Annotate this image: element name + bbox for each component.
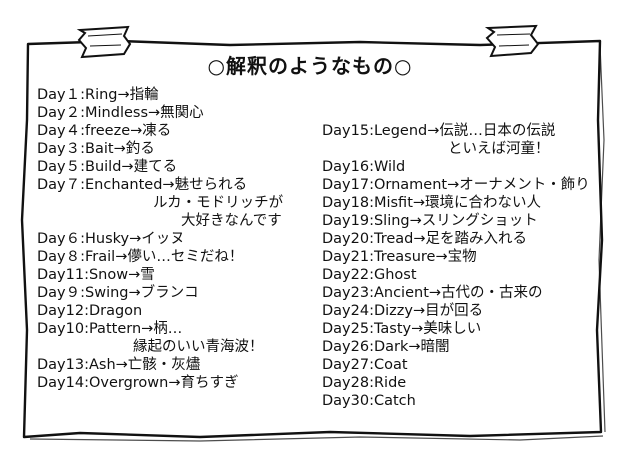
list-item: Day10:Pattern→柄… — [37, 321, 183, 337]
list-item-continuation: ルカ・モドリッチが — [153, 195, 284, 211]
list-item: Day27:Coat — [322, 357, 408, 373]
list-item: Day５:Build→建てる — [37, 159, 178, 175]
list-item: Day２:Mindless→無関心 — [37, 105, 204, 121]
list-item: Day14:Overgrown→育ちすぎ — [37, 375, 239, 391]
list-item: Day11:Snow→雪 — [37, 267, 155, 283]
paper-outline — [20, 39, 604, 439]
list-item: Day19:Sling→スリングショット — [322, 213, 538, 229]
list-item-continuation: といえば河童！ — [448, 141, 550, 157]
list-item: Day７:Enchanted→魅せられる — [37, 177, 248, 193]
list-item: Day15:Legend→伝説…日本の伝説 — [322, 123, 556, 139]
list-item: Day13:Ash→亡骸・灰燼 — [37, 357, 201, 373]
list-item: Day16:Wild — [322, 159, 406, 175]
list-item: Day４:freeze→凍る — [37, 123, 172, 139]
list-item: Day22:Ghost — [322, 267, 417, 283]
list-item: Day８:Frail→儚い…セミだね！ — [37, 249, 244, 265]
left-list: Day１:Ring→指輪 Day２:Mindless→無関心 Day４:freeze… — [37, 86, 283, 392]
list-item: Day３:Bait→釣る — [37, 141, 155, 157]
list-item: Day30:Catch — [322, 393, 416, 409]
list-item: Day21:Treasure→宝物 — [322, 249, 477, 265]
list-item: Day28:Ride — [322, 375, 407, 391]
list-item: Day６:Husky→イッヌ — [37, 231, 185, 247]
list-item-continuation: 大好きなんです — [181, 213, 282, 229]
tape-left — [76, 25, 132, 59]
list-item-continuation: 縁起のいい青海波！ — [133, 339, 264, 355]
list-item: Day25:Tasty→美味しい — [322, 321, 482, 337]
list-item: Day12:Dragon — [37, 303, 143, 319]
paper-shadow-edge — [29, 44, 606, 442]
list-item: Day23:Ancient→古代の・古来の — [322, 285, 543, 301]
list-item: Day26:Dark→暗闇 — [322, 339, 450, 355]
list-item: Day24:Dizzy→目が回る — [322, 303, 484, 319]
list-item: Day９:Swing→ブランコ — [37, 285, 199, 301]
tape-right — [484, 24, 540, 58]
page-title: ○解釈のようなもの○ — [207, 54, 413, 78]
list-item: Day18:Misfit→環境に合わない人 — [322, 195, 542, 211]
list-item: Day17:Ornament→オーナメント・飾り — [322, 177, 590, 193]
list-item: Day１:Ring→指輪 — [37, 87, 159, 103]
list-item: Day20:Tread→足を踏み入れる — [322, 231, 527, 247]
